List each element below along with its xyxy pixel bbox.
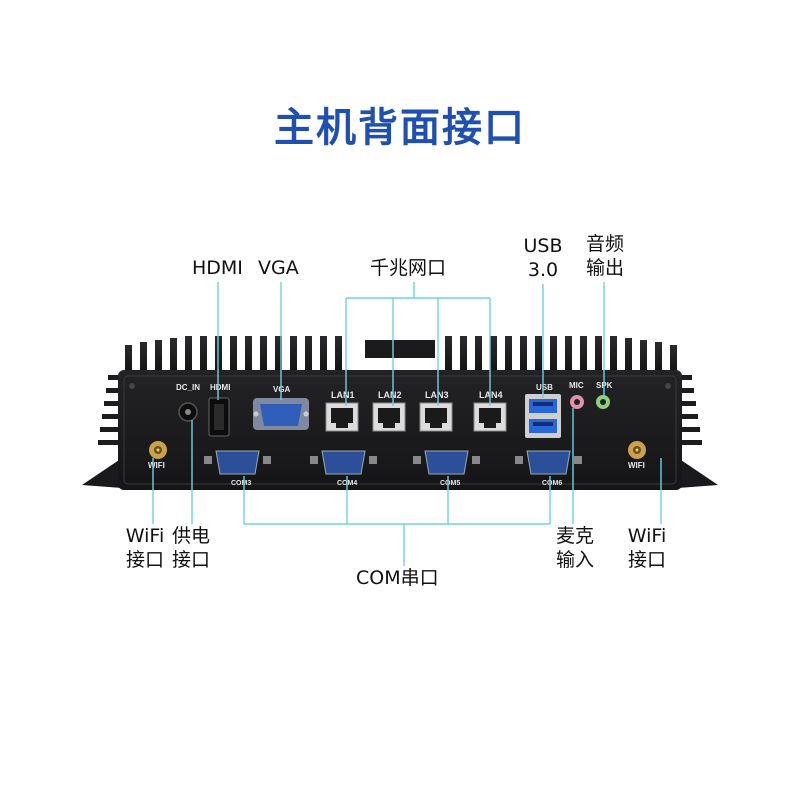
mount-foot-right xyxy=(678,458,718,488)
side-fins xyxy=(98,375,702,445)
silk-wifi-right: WIFI xyxy=(628,461,645,470)
silk-com6: COM6 xyxy=(542,480,562,487)
silk-hdmi: HDMI xyxy=(210,383,230,392)
audio-out-label: 音频 输出 xyxy=(582,232,628,280)
silk-com5: COM5 xyxy=(440,480,460,487)
power-label-line2: 接口 xyxy=(171,549,210,571)
silk-usb: USB xyxy=(536,383,553,392)
mic-jack[interactable] xyxy=(570,395,584,409)
heatsink-fins xyxy=(125,336,677,375)
power-label-line1: 供电 xyxy=(171,525,210,547)
usb3-ports[interactable] xyxy=(525,394,561,438)
silk-vga: VGA xyxy=(273,385,291,394)
usb-label: USB 3.0 xyxy=(520,234,566,282)
com4-port[interactable] xyxy=(310,450,377,475)
spk-jack[interactable] xyxy=(596,395,610,409)
lan-label: 千兆网口 xyxy=(370,257,447,279)
wifi-left-connector[interactable] xyxy=(149,441,167,459)
power-label: 供电 接口 xyxy=(168,524,214,572)
wifi-left-label-line1: WiFi xyxy=(125,525,165,547)
com-label: COM串口 xyxy=(356,567,439,589)
silk-lan4: LAN4 xyxy=(479,390,503,400)
com6-port[interactable] xyxy=(515,450,582,475)
wifi-right-label-line2: 接口 xyxy=(627,549,666,571)
audio-out-label-line1: 音频 xyxy=(585,233,624,255)
mount-foot-left xyxy=(82,458,122,488)
com5-port[interactable] xyxy=(413,450,480,475)
hdmi-port[interactable] xyxy=(208,397,230,437)
usb-label-line1: USB xyxy=(523,235,563,257)
silk-dc-in: DC_IN xyxy=(176,383,200,392)
silk-mic: MIC xyxy=(569,381,584,390)
mic-in-label: 麦克 输入 xyxy=(552,524,598,572)
dc-in-jack[interactable] xyxy=(178,402,198,422)
mic-in-label-line2: 输入 xyxy=(555,549,594,571)
page-title: 主机背面接口 xyxy=(274,105,526,151)
wifi-right-label: WiFi 接口 xyxy=(622,524,672,572)
mic-in-label-line1: 麦克 xyxy=(555,525,594,547)
wifi-left-label-line2: 接口 xyxy=(125,549,164,571)
wifi-left-label: WiFi 接口 xyxy=(120,524,170,572)
hdmi-label: HDMI xyxy=(192,257,243,279)
silk-lan2: LAN2 xyxy=(378,390,402,400)
com3-port[interactable] xyxy=(204,450,271,475)
silk-com3: COM3 xyxy=(231,480,251,487)
silk-lan1: LAN1 xyxy=(331,390,355,400)
audio-out-label-line2: 输出 xyxy=(585,257,624,279)
silk-lan3: LAN3 xyxy=(425,390,449,400)
leader-lines xyxy=(152,282,662,566)
wifi-right-label-line1: WiFi xyxy=(627,525,667,547)
silk-wifi-left: WIFI xyxy=(148,461,165,470)
wifi-right-connector[interactable] xyxy=(628,441,646,459)
vga-port[interactable] xyxy=(253,398,309,430)
vga-label: VGA xyxy=(258,257,299,279)
usb-label-line2: 3.0 xyxy=(527,259,559,281)
